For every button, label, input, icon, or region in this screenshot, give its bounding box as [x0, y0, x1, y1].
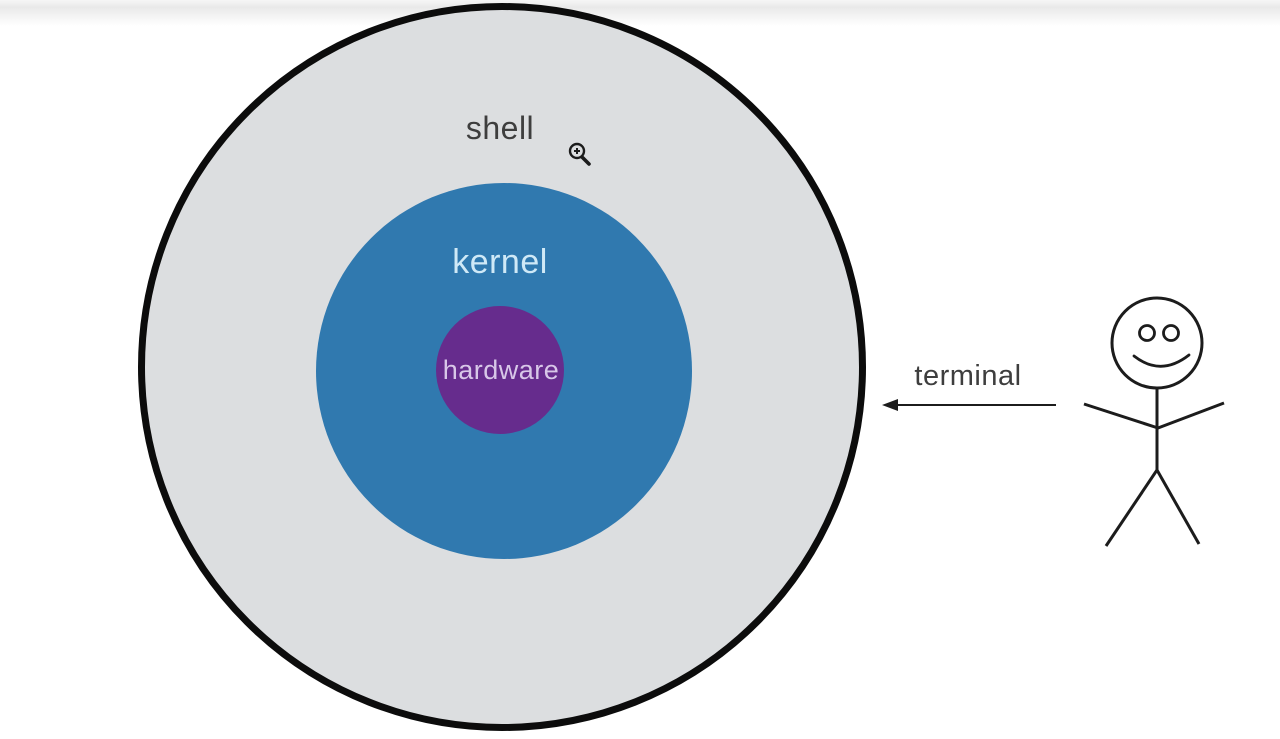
terminal-arrow	[882, 399, 1056, 411]
person-eye-left	[1138, 324, 1156, 342]
person-leg-right	[1155, 469, 1201, 545]
person-arm-right	[1157, 401, 1225, 430]
person-arm-left	[1083, 402, 1159, 430]
shell-label: shell	[465, 110, 535, 146]
arrow-head-icon	[882, 399, 898, 411]
person-eye-right	[1162, 324, 1180, 342]
terminal-label: terminal	[914, 360, 1022, 392]
person-smile	[1132, 353, 1191, 368]
stick-figure-icon	[1083, 296, 1225, 547]
hardware-label: hardware	[442, 355, 560, 385]
hardware-circle	[436, 306, 564, 434]
magnifier-icon	[568, 142, 591, 166]
person-leg-left	[1104, 469, 1159, 547]
person-head	[1110, 296, 1204, 390]
kernel-label: kernel	[452, 243, 548, 281]
